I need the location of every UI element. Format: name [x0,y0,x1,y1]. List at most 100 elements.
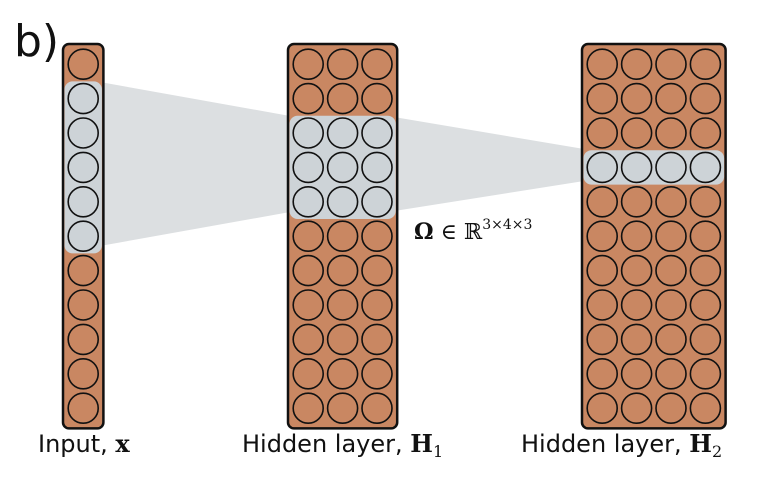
active-neuron [67,220,99,252]
neuron [655,220,687,252]
active-region-highlight [583,150,725,185]
neuron [689,48,722,80]
neuron [689,220,722,252]
neuron [67,48,99,80]
neuron [292,289,325,321]
active-neuron [655,151,687,184]
neuron [326,254,359,287]
neuron [586,254,619,287]
neuron [586,48,619,80]
neuron [586,186,619,218]
caption-variable: H [410,429,433,458]
neuron [326,48,359,80]
caption-variable: H [689,429,712,458]
neuron [67,357,99,390]
neuron [292,48,325,80]
neuron [689,357,722,390]
neuron [326,392,359,425]
active-neuron [361,117,393,149]
caption-text: Input, [38,430,116,458]
active-neuron [689,151,722,184]
neuron [655,186,687,218]
caption-subscript: 2 [711,442,723,461]
neuron [586,220,619,252]
active-neuron [620,151,653,184]
neuron [326,82,359,115]
hidden-layer-2-caption: Hidden layer, H2 [521,432,722,460]
neuron [292,323,325,356]
neuron [620,289,653,321]
neuron [655,357,687,390]
neuron [361,48,393,80]
neuron [67,392,99,425]
panel-label: b) [14,16,60,67]
neuron [361,392,393,425]
caption-text: Hidden layer, [521,430,690,458]
receptive-field-cone-h1-to-h2 [388,116,584,212]
neuron [292,254,325,287]
caption-text: Hidden layer, [242,430,411,458]
neuron [361,357,393,390]
tensor-dimensions: 3×4×3 [482,217,533,233]
active-neuron [586,151,619,184]
active-neuron [67,151,99,184]
hidden-layer-1 [286,42,399,430]
neuron [67,254,99,287]
neuron [689,82,722,115]
neuron [292,392,325,425]
neuron [292,220,325,252]
neuron [620,48,653,80]
weight-tensor-label: Ω ∈ ℝ3×4×3 [414,217,532,245]
neuron [361,220,393,252]
neuron [586,289,619,321]
neuron [620,323,653,356]
neuron [689,392,722,425]
neuron [586,392,619,425]
neuron [620,82,653,115]
neuron [361,289,393,321]
active-neuron [292,151,325,184]
neuron [620,220,653,252]
neuron [655,323,687,356]
neuron [689,117,722,149]
neuron [655,117,687,149]
neuron [620,186,653,218]
active-neuron [361,186,393,218]
omega-symbol: Ω [414,219,434,245]
hidden-layer-2 [580,42,727,430]
neuron [361,254,393,287]
neuron [67,323,99,356]
neuron [620,117,653,149]
neuron [361,82,393,115]
neuron [655,392,687,425]
neuron [326,289,359,321]
neuron [620,357,653,390]
hidden-layer-1-caption: Hidden layer, H1 [242,432,443,460]
neuron [326,220,359,252]
active-neuron [67,82,99,115]
neuron [689,186,722,218]
neuron [586,323,619,356]
active-neuron [292,186,325,218]
neuron [67,289,99,321]
neuron [620,254,653,287]
neuron [689,289,722,321]
caption-variable: x [115,429,130,458]
element-of-symbol: ∈ [440,220,457,245]
neuron [586,117,619,149]
layer-outline [580,42,727,430]
active-neuron [326,186,359,218]
neuron [586,357,619,390]
neuron [655,48,687,80]
neuron [655,254,687,287]
neuron [361,323,393,356]
neuron [326,323,359,356]
active-neuron [292,117,325,149]
neuron [689,323,722,356]
neuron [586,82,619,115]
input-layer [61,42,105,430]
neuron [655,289,687,321]
caption-subscript: 1 [432,442,444,461]
active-neuron [67,117,99,149]
